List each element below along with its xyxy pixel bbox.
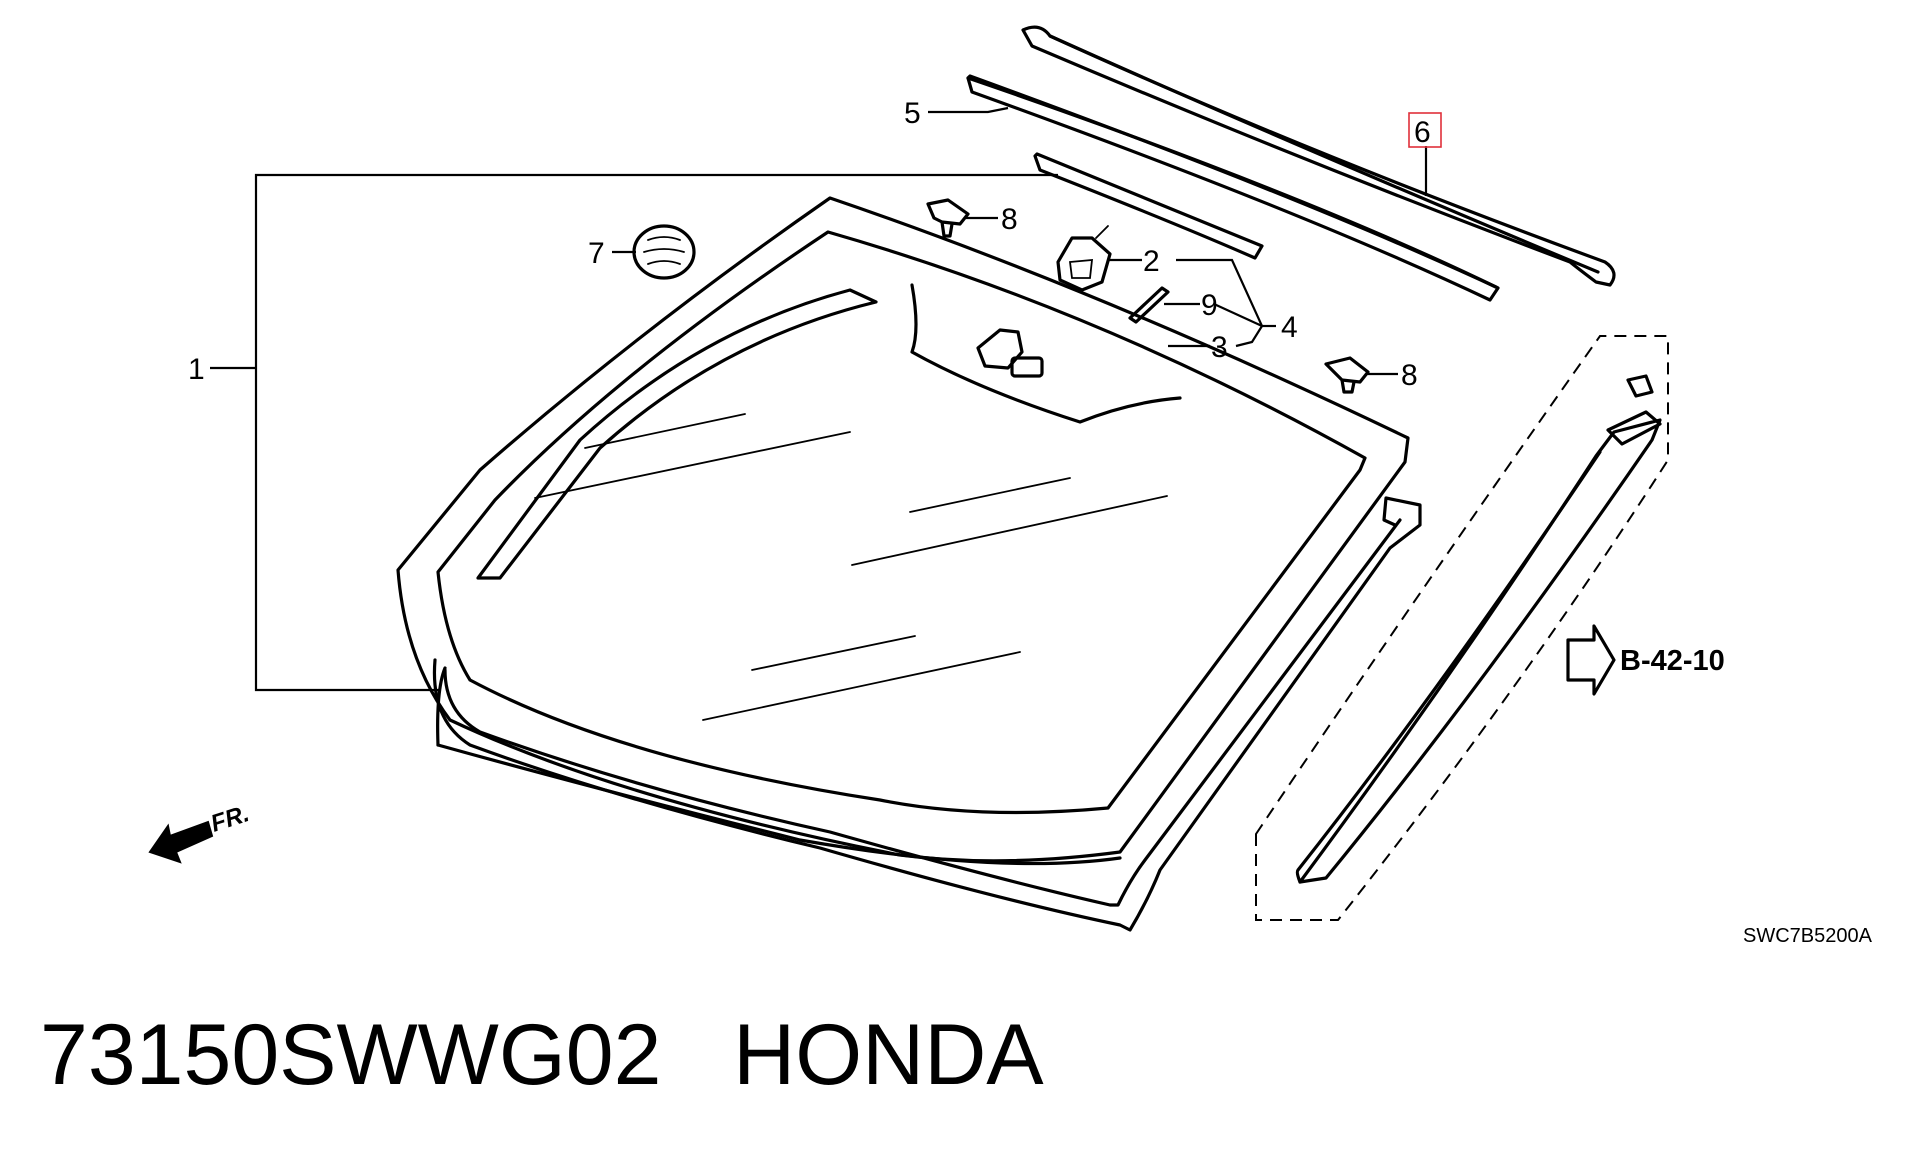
- side-molding-detail[interactable]: [1255, 335, 1669, 921]
- callout-6[interactable]: 6: [1414, 116, 1431, 149]
- clip-lower[interactable]: [1324, 356, 1370, 394]
- part-number: 73150SWWG02: [40, 1007, 662, 1103]
- leader-lines: [210, 106, 1428, 692]
- part-caption: 73150SWWG02 HONDA: [40, 1012, 1044, 1098]
- front-label: FR.: [208, 800, 253, 838]
- windshield-glass[interactable]: [396, 196, 1410, 866]
- diagram-code: SWC7B5200A: [1743, 925, 1873, 947]
- callout-4[interactable]: 4: [1281, 311, 1298, 344]
- glass-glare-lines: [534, 413, 1168, 721]
- callout-9[interactable]: 9: [1201, 289, 1218, 322]
- mirror-mount-bracket[interactable]: [1056, 225, 1112, 292]
- small-bracket[interactable]: [1128, 286, 1170, 324]
- callout-8-lower[interactable]: 8: [1401, 359, 1418, 392]
- callout-5[interactable]: 5: [904, 97, 921, 130]
- clip-upper[interactable]: [926, 198, 970, 238]
- callout-1[interactable]: 1: [188, 353, 205, 386]
- brand-name: HONDA: [733, 1007, 1044, 1103]
- glass-edge-strip-left: [476, 288, 878, 580]
- upper-molding-strip[interactable]: [966, 74, 1500, 302]
- callout-7[interactable]: 7: [588, 237, 605, 270]
- callout-3[interactable]: 3: [1211, 331, 1228, 364]
- callout-2[interactable]: 2: [1143, 245, 1160, 278]
- mirror-base-mount: [976, 328, 1044, 378]
- oval-cap[interactable]: [632, 224, 696, 280]
- roof-molding[interactable]: [1021, 25, 1616, 287]
- callout-6-highlight: [1408, 112, 1442, 148]
- front-direction-arrow: FR.: [148, 800, 253, 864]
- dam-rubber-seal[interactable]: [432, 496, 1422, 932]
- callout-8-upper[interactable]: 8: [1001, 203, 1018, 236]
- reference-label[interactable]: B-42-10: [1620, 645, 1725, 677]
- reference-arrow[interactable]: B-42-10: [1566, 624, 1725, 696]
